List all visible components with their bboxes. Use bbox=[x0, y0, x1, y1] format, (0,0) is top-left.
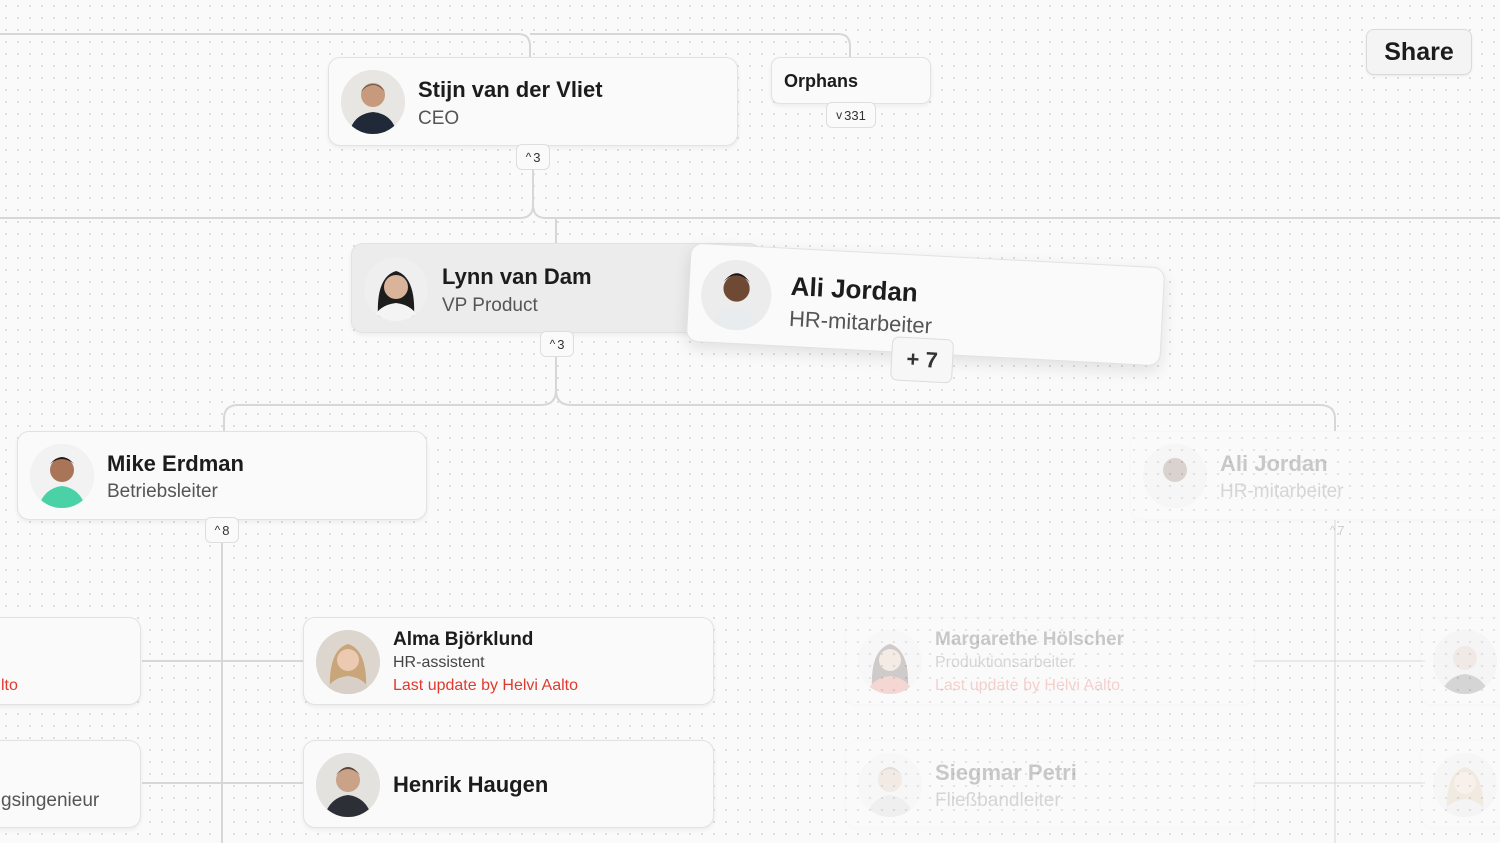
node-role: Produktionsarbeiter bbox=[935, 654, 1074, 671]
node-name: Lynn van Dam bbox=[442, 264, 592, 289]
node-name: Henrik Haugen bbox=[393, 772, 549, 797]
expand-reports-badge[interactable]: ^ 3 bbox=[516, 144, 550, 170]
last-update-text: Last update by Helvi Aalto bbox=[935, 677, 1121, 694]
report-count: 3 bbox=[533, 149, 541, 165]
chevron-up-icon: ^ bbox=[214, 523, 221, 537]
node-card-margarethe: Margarethe Hölscher Produktionsarbeiter … bbox=[845, 617, 1255, 705]
node-role: Betriebsleiter bbox=[107, 481, 218, 502]
node-role: HR-mitarbeiter bbox=[788, 305, 933, 339]
report-count: 8 bbox=[222, 522, 230, 538]
report-count: 3 bbox=[557, 336, 565, 352]
avatar bbox=[341, 70, 405, 134]
node-role: HR-mitarbeiter bbox=[1220, 481, 1344, 502]
node-role: gsingenieur bbox=[1, 790, 100, 811]
avatar bbox=[316, 753, 380, 817]
node-role: VP Product bbox=[442, 295, 538, 316]
expand-reports-badge[interactable]: ^ 8 bbox=[205, 517, 239, 543]
node-name: Ali Jordan bbox=[790, 270, 919, 308]
expand-reports-badge[interactable]: ^ 3 bbox=[540, 331, 574, 357]
avatar bbox=[1433, 753, 1497, 817]
expand-orphans-badge[interactable]: v 331 bbox=[826, 102, 876, 128]
node-card-partial-left-2[interactable]: gsingenieur bbox=[0, 740, 141, 828]
node-card-alma[interactable]: Alma Björklund HR-assistent Last update … bbox=[303, 617, 714, 705]
avatar bbox=[699, 258, 774, 332]
node-role: Fließbandleiter bbox=[935, 790, 1061, 811]
chevron-up-icon: ^ bbox=[525, 150, 532, 164]
last-update-text: Last update by Helvi Aalto bbox=[393, 677, 579, 694]
share-button[interactable]: Share bbox=[1366, 29, 1472, 75]
expand-reports-badge: ^ 7 bbox=[1322, 517, 1352, 543]
avatar bbox=[30, 444, 94, 508]
node-name: Margarethe Hölscher bbox=[935, 629, 1125, 650]
node-card-partial-left-1[interactable]: lto bbox=[0, 617, 141, 705]
avatar bbox=[316, 630, 380, 694]
chevron-up-icon: ^ bbox=[1329, 523, 1336, 537]
node-card-partial-right-1 bbox=[1420, 617, 1500, 705]
avatar bbox=[1143, 444, 1207, 508]
node-card-siegmar: Siegmar Petri Fließbandleiter bbox=[845, 740, 1255, 828]
chevron-down-icon: v bbox=[836, 108, 843, 122]
node-name: Ali Jordan bbox=[1220, 451, 1328, 476]
node-card-ali-ghost: Ali Jordan HR-mitarbeiter bbox=[1130, 431, 1500, 520]
report-count: 7 bbox=[1337, 522, 1345, 538]
node-role: HR-assistent bbox=[393, 654, 485, 671]
node-role: CEO bbox=[418, 108, 460, 129]
node-name: Stijn van der Vliet bbox=[418, 77, 603, 102]
dragged-node-card[interactable]: Ali Jordan HR-mitarbeiter + 7 bbox=[685, 242, 1166, 384]
avatar bbox=[858, 630, 922, 694]
more-reports-badge[interactable]: + 7 bbox=[889, 336, 955, 384]
orphans-label: Orphans bbox=[784, 71, 859, 91]
node-card-mike[interactable]: Mike Erdman Betriebsleiter bbox=[17, 431, 427, 520]
avatar bbox=[858, 753, 922, 817]
node-card-henrik[interactable]: Henrik Haugen bbox=[303, 740, 714, 828]
node-card-partial-right-2 bbox=[1420, 740, 1500, 828]
orphan-count: 331 bbox=[844, 107, 866, 123]
last-update-text: lto bbox=[1, 677, 18, 694]
node-card-ceo[interactable]: Stijn van der Vliet CEO bbox=[328, 57, 738, 146]
node-name: Siegmar Petri bbox=[935, 760, 1077, 785]
node-card-orphans[interactable]: Orphans bbox=[771, 57, 931, 104]
node-name: Alma Björklund bbox=[393, 629, 534, 650]
node-name: Mike Erdman bbox=[107, 451, 244, 476]
chevron-up-icon: ^ bbox=[549, 337, 556, 351]
avatar bbox=[364, 257, 428, 321]
avatar bbox=[1433, 630, 1497, 694]
